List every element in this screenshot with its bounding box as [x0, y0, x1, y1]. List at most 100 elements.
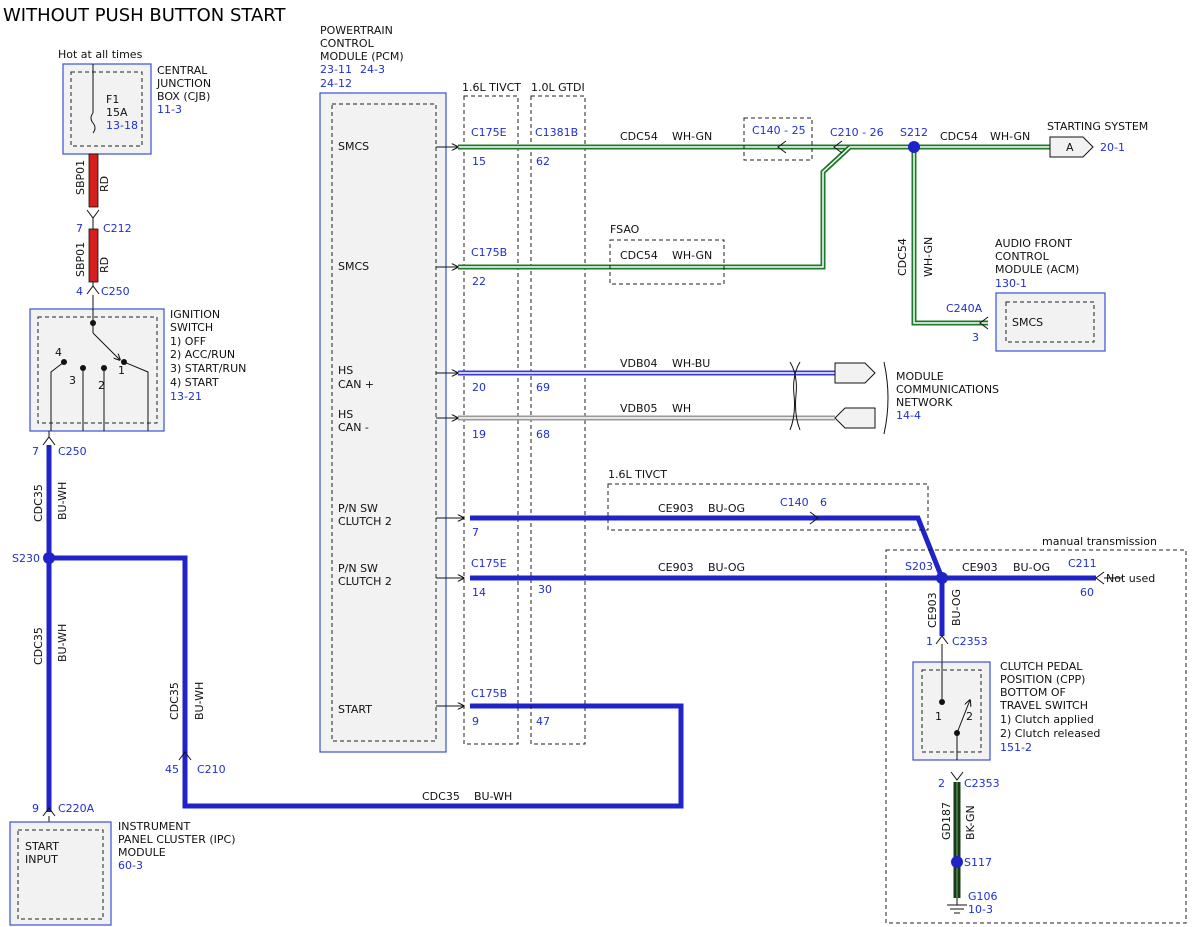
c250-top-name: C250	[101, 285, 130, 298]
c210-connector-icon	[178, 751, 192, 761]
manual-label: manual transmission	[1042, 535, 1157, 548]
g106-name: G106	[968, 890, 998, 903]
ce903-circuit-2: CE903	[658, 561, 694, 574]
fsao-box	[609, 239, 725, 285]
c2353-bot-pin: 2	[938, 777, 945, 790]
ign-name-1: IGNITION	[170, 308, 220, 321]
cjb-fuse: F1	[106, 93, 119, 106]
starting-tag: A	[1066, 141, 1074, 154]
pcm-ref-1: 23-11	[320, 63, 352, 76]
c2353-bottom-connector-icon	[950, 771, 964, 781]
cdc54-circuit-2: CDC54	[940, 130, 978, 143]
fsao-label: FSAO	[610, 223, 640, 236]
vdb04-color: WH-BU	[672, 357, 710, 370]
ipc-input-1: START	[25, 840, 59, 853]
can-minus-connector-icon	[834, 407, 876, 429]
r3-pin-b: 69	[536, 381, 550, 394]
c2353-top-pin: 1	[926, 635, 933, 648]
s203-splice-icon	[936, 572, 948, 584]
cdc35-circuit-2: CDC35	[32, 627, 45, 665]
pcm-pin-pnsw-2: P/N SW	[338, 562, 378, 575]
r1-conn-a: C175E	[471, 126, 507, 139]
acm-conn: C240A	[946, 302, 983, 315]
cjb-inner	[70, 71, 143, 147]
c140-25-box	[743, 117, 813, 161]
s230-splice-icon	[43, 552, 55, 564]
s212-label: S212	[900, 126, 928, 139]
ign-p3: 3	[69, 374, 76, 387]
cpp-contact-icon	[956, 700, 970, 734]
starting-ref: 20-1	[1100, 141, 1125, 154]
cpp-name-1: CLUTCH PEDAL	[1000, 660, 1083, 673]
ipc-name-3: MODULE	[118, 846, 166, 859]
tivct-box	[607, 483, 929, 531]
c212-pin: 7	[76, 222, 83, 235]
c2353-bot-name: C2353	[964, 777, 1000, 790]
tivct-box-label: 1.6L TIVCT	[608, 468, 667, 481]
ignition-switch-box	[29, 308, 165, 432]
engine-a-label: 1.6L TIVCT	[462, 81, 521, 94]
can-plus-connector-icon	[834, 362, 876, 384]
c211-name: C211	[1068, 557, 1097, 570]
cdc54-color-2: WH-GN	[990, 130, 1030, 143]
pcm-pin-canm: CAN -	[338, 421, 369, 434]
ipc-name-1: INSTRUMENT	[118, 820, 191, 833]
pcm-name-3: MODULE (PCM)	[320, 50, 404, 63]
cdc54-circuit-3: CDC54	[620, 249, 658, 262]
acm-name-1: AUDIO FRONT	[995, 237, 1072, 250]
pcm-pin-clutch-1: CLUTCH 2	[338, 515, 392, 528]
cdc35-circuit-3: CDC35	[168, 682, 181, 720]
cpp-switch-box	[912, 661, 991, 761]
c2353-top-name: C2353	[952, 635, 988, 648]
vdb05-circuit: VDB05	[620, 402, 658, 415]
cjb-hot-label: Hot at all times	[58, 48, 143, 61]
c250-bottom-connector-icon	[42, 431, 56, 446]
r1-conn-b: C1381B	[535, 126, 578, 139]
pcm-pin-smcs-1: SMCS	[338, 140, 369, 153]
acm-ref: 130-1	[995, 277, 1027, 290]
page-title: WITHOUT PUSH BUTTON START	[3, 5, 286, 26]
ign-p4: 4	[55, 346, 62, 359]
acm-inner	[1005, 301, 1095, 343]
cdc35-color-4: BU-WH	[474, 790, 512, 803]
cjb-name-2: JUNCTION	[156, 77, 211, 90]
r5-pin-a: 7	[472, 526, 479, 539]
s117-label: S117	[964, 856, 992, 869]
pcm-ref-2: 24-3	[360, 63, 385, 76]
cpp-name-3: BOTTOM OF	[1000, 686, 1066, 699]
ce903-circuit-4: CE903	[926, 592, 939, 628]
c140-25-connector-icon	[777, 140, 787, 154]
pcm-pin-pnsw-1: P/N SW	[338, 502, 378, 515]
network-brace-icon	[883, 361, 889, 435]
ipc-input-2: INPUT	[25, 853, 58, 866]
starting-name: STARTING SYSTEM	[1047, 120, 1148, 133]
c211-pin: 60	[1080, 586, 1094, 599]
cdc35-circuit-4: CDC35	[422, 790, 460, 803]
cpp-ref: 151-2	[1000, 741, 1032, 754]
cpp-name-4: TRAVEL SWITCH	[999, 699, 1088, 712]
c211-connector-icon	[1095, 571, 1105, 585]
s212-splice-icon	[908, 141, 920, 153]
c220a-name: C220A	[58, 802, 95, 815]
sbp01-circuit-2: SBP01	[74, 242, 87, 277]
r6-pin-b: 30	[538, 583, 552, 596]
network-name-1: MODULE	[896, 370, 944, 383]
manual-transmission-box	[885, 549, 1187, 924]
ce903-color-1: BU-OG	[708, 502, 745, 515]
cpp-p2: 2	[966, 710, 973, 723]
c210-26-connector-icon	[833, 140, 843, 154]
network-name-2: COMMUNICATIONS	[896, 383, 999, 396]
r7-pin-b: 47	[536, 715, 550, 728]
starting-system-connector-icon	[1049, 136, 1094, 158]
r4-pin-b: 68	[536, 428, 550, 441]
s203-label: S203	[905, 560, 933, 573]
c140-6-connector-icon	[809, 511, 819, 525]
r7-pin-a: 9	[472, 715, 479, 728]
ign-name-2: SWITCH	[170, 321, 213, 334]
cpp-p1: 1	[935, 710, 942, 723]
engine-b-label: 1.0L GTDI	[531, 81, 585, 94]
c2353-top-connector-icon	[935, 635, 949, 662]
network-name-3: NETWORK	[896, 396, 953, 409]
sbp01-circuit-1: SBP01	[74, 160, 87, 195]
cjb-ref: 11-3	[157, 103, 182, 116]
